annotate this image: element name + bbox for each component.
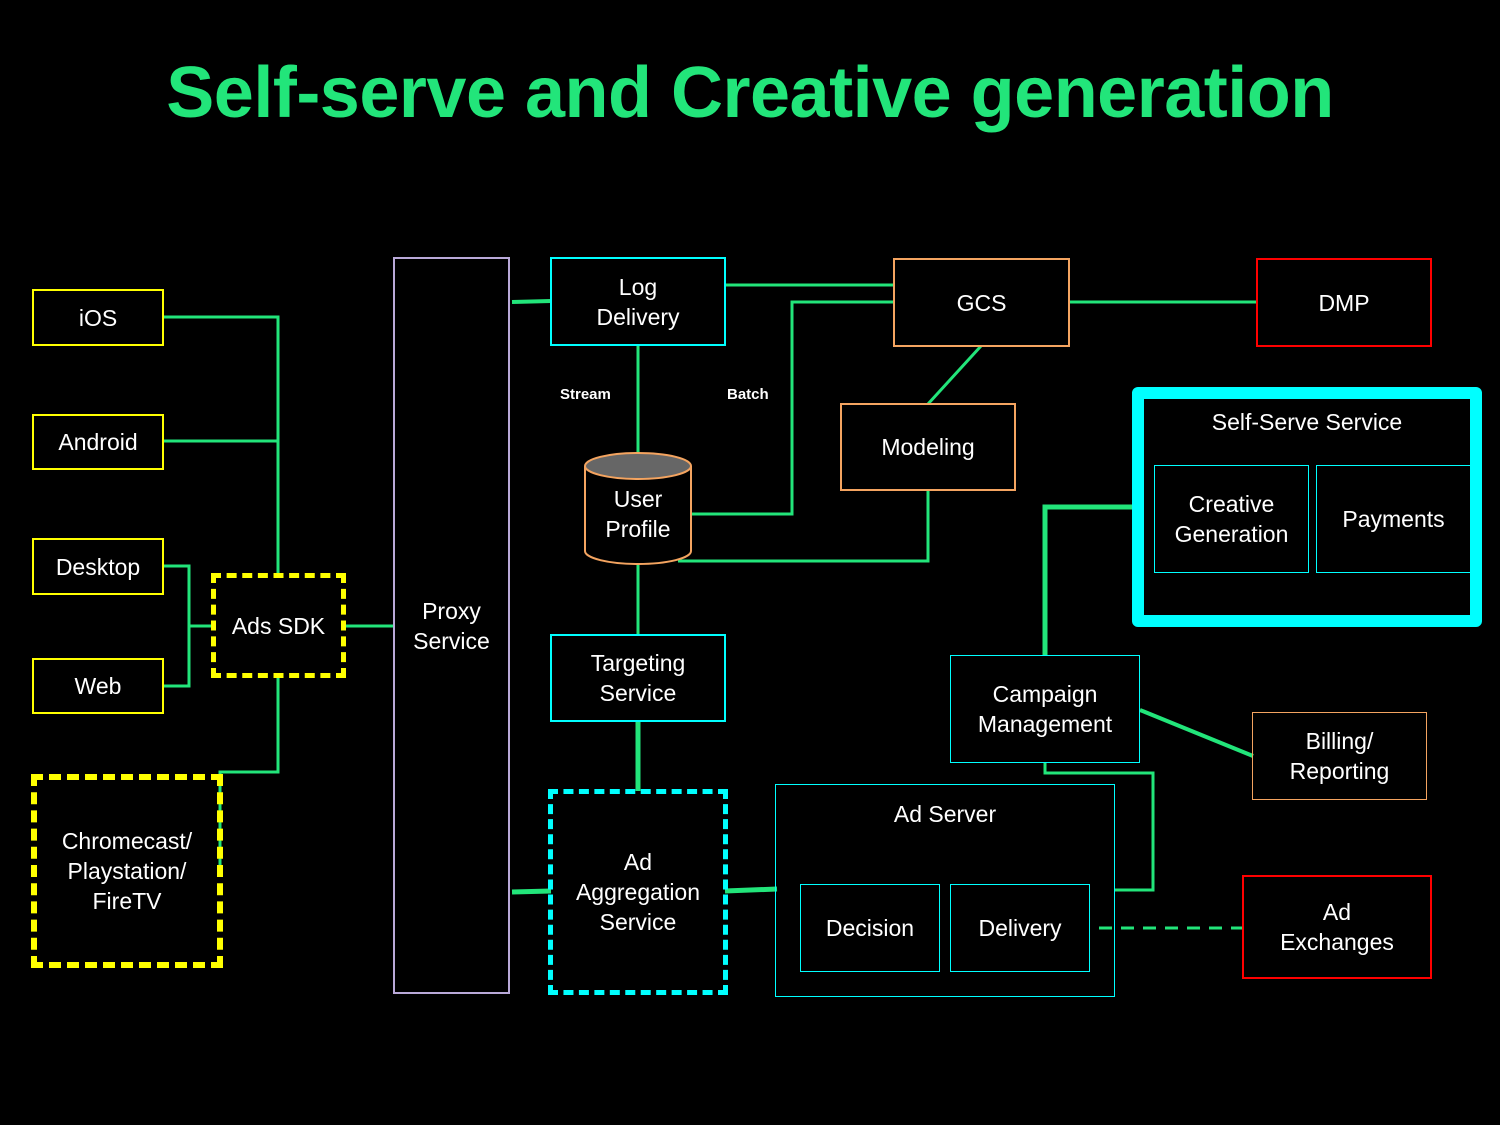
node-ios-label: iOS	[78, 304, 118, 331]
node-desktop-label: Desktop	[55, 553, 141, 580]
node-modeling-label: Modeling	[881, 434, 975, 460]
node-payments-label: Payments	[1342, 506, 1445, 532]
node-delivery: Delivery	[950, 884, 1090, 972]
node-web-label: Web	[74, 673, 122, 699]
edge-modeling-profile	[678, 490, 930, 563]
node-dmp: DMP	[1256, 258, 1432, 347]
node-self-serve-service: Self-Serve Service	[1132, 387, 1482, 627]
node-ad-aggregation-service: Ad Aggregation Service	[548, 789, 728, 995]
node-billing-reporting: Billing/ Reporting	[1252, 712, 1427, 800]
node-web: Web	[32, 658, 164, 714]
node-creative-generation: Creative Generation	[1154, 465, 1309, 573]
node-log-delivery: Log Delivery	[550, 257, 726, 346]
edge-proxy-aggregation	[511, 888, 552, 895]
edge-label-batch: Batch	[727, 386, 769, 403]
node-decision-label: Decision	[825, 915, 915, 941]
node-ad-exchanges-label: Ad Exchanges	[1280, 899, 1394, 955]
edge-gcs-modeling	[926, 344, 983, 406]
node-dmp-label: DMP	[1318, 289, 1370, 316]
node-ads-sdk-label: Ads SDK	[231, 612, 326, 639]
node-ads-sdk: Ads SDK	[211, 573, 346, 678]
node-desktop: Desktop	[32, 538, 164, 595]
node-modeling: Modeling	[840, 403, 1016, 491]
node-ad-aggregation-label: Ad Aggregation Service	[575, 849, 701, 935]
edge-sdk-chromecast	[218, 677, 280, 868]
node-user-profile: User Profile	[585, 482, 691, 546]
edge-campaign-adserver	[1043, 762, 1155, 892]
node-targeting-service: Targeting Service	[550, 634, 726, 722]
node-proxy-service: Proxy Service	[393, 257, 510, 994]
edge-label-stream: Stream	[560, 386, 611, 403]
node-creative-generation-label: Creative Generation	[1174, 491, 1289, 547]
node-billing-reporting-label: Billing/ Reporting	[1289, 728, 1390, 784]
node-ios: iOS	[32, 289, 164, 346]
node-ad-exchanges: Ad Exchanges	[1242, 875, 1432, 979]
edge-campaign-billing	[1139, 708, 1254, 758]
user-profile-cylinder	[584, 452, 692, 565]
edge-desktop-sdk	[164, 564, 191, 688]
node-android-label: Android	[58, 429, 138, 455]
node-campaign-management: Campaign Management	[950, 655, 1140, 763]
node-self-serve-label: Self-Serve Service	[1211, 409, 1403, 435]
edge-gcs-profile	[690, 300, 894, 516]
node-proxy-label: Proxy Service	[413, 597, 490, 654]
node-chromecast-label: Chromecast/ Playstation/ FireTV	[61, 828, 193, 914]
node-campaign-management-label: Campaign Management	[977, 681, 1113, 737]
edge-aggregation-adserver	[724, 886, 778, 894]
node-decision: Decision	[800, 884, 940, 972]
node-ad-server-label: Ad Server	[893, 801, 997, 827]
node-delivery-label: Delivery	[978, 915, 1062, 941]
edge-campaign-selfserve	[1042, 504, 1138, 656]
node-targeting-label: Targeting Service	[590, 650, 686, 706]
node-android: Android	[32, 414, 164, 470]
node-chromecast: Chromecast/ Playstation/ FireTV	[31, 774, 223, 968]
node-gcs: GCS	[893, 258, 1070, 347]
node-log-delivery-label: Log Delivery	[596, 273, 680, 330]
node-ad-server: Ad Server	[775, 784, 1115, 997]
node-payments: Payments	[1316, 465, 1471, 573]
edge-ios-sdk	[164, 315, 280, 574]
edge-proxy-log	[511, 299, 552, 304]
node-user-profile-label: User Profile	[605, 486, 671, 542]
slide-title: Self-serve and Creative generation	[166, 53, 1334, 133]
node-gcs-label: GCS	[956, 289, 1007, 316]
